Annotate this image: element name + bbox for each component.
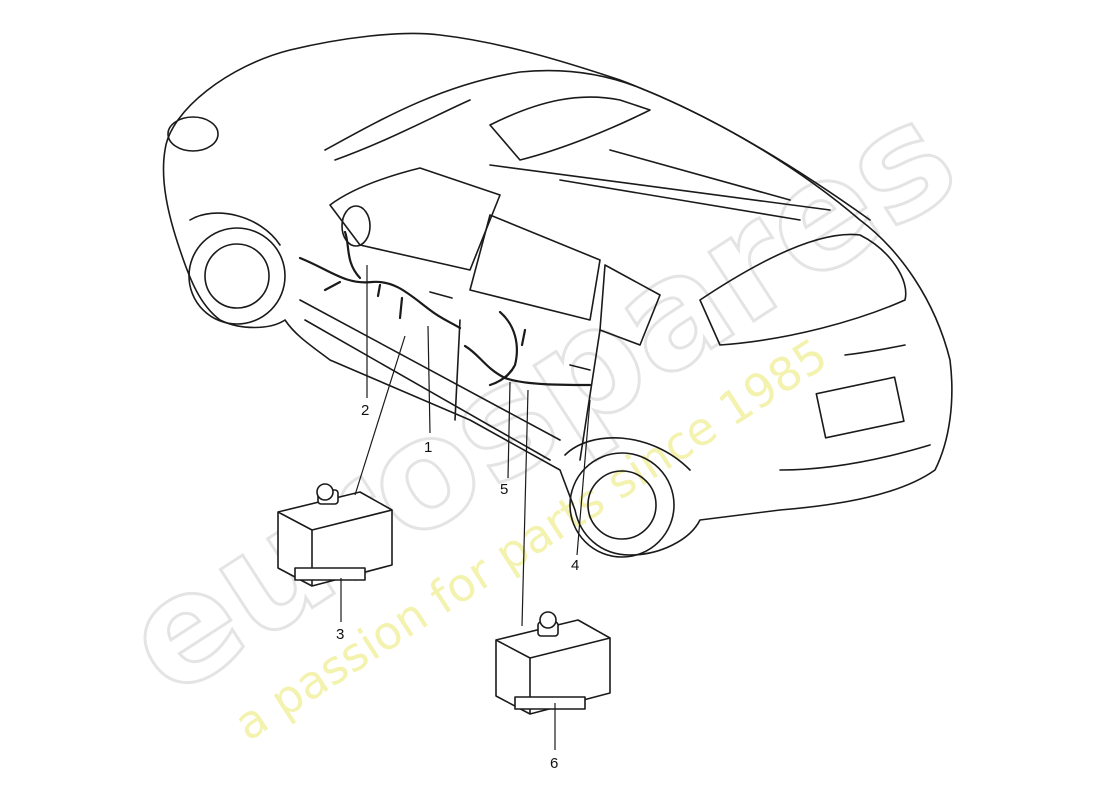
- leader-lines: [340, 265, 591, 750]
- wiring-harnesses: [298, 230, 592, 387]
- vehicle-outline: [162, 32, 953, 558]
- door-control-unit-front: [277, 483, 393, 587]
- callout-1: 1: [424, 439, 432, 456]
- callout-labels: 2 1 5 4 3 6: [336, 402, 579, 772]
- callout-6: 6: [550, 755, 558, 772]
- callout-3: 3: [336, 626, 344, 643]
- callout-5: 5: [500, 481, 508, 498]
- harness-front-door: [298, 256, 462, 330]
- callout-2: 2: [361, 402, 369, 419]
- door-control-unit-rear: [495, 611, 611, 715]
- callout-4: 4: [571, 557, 579, 574]
